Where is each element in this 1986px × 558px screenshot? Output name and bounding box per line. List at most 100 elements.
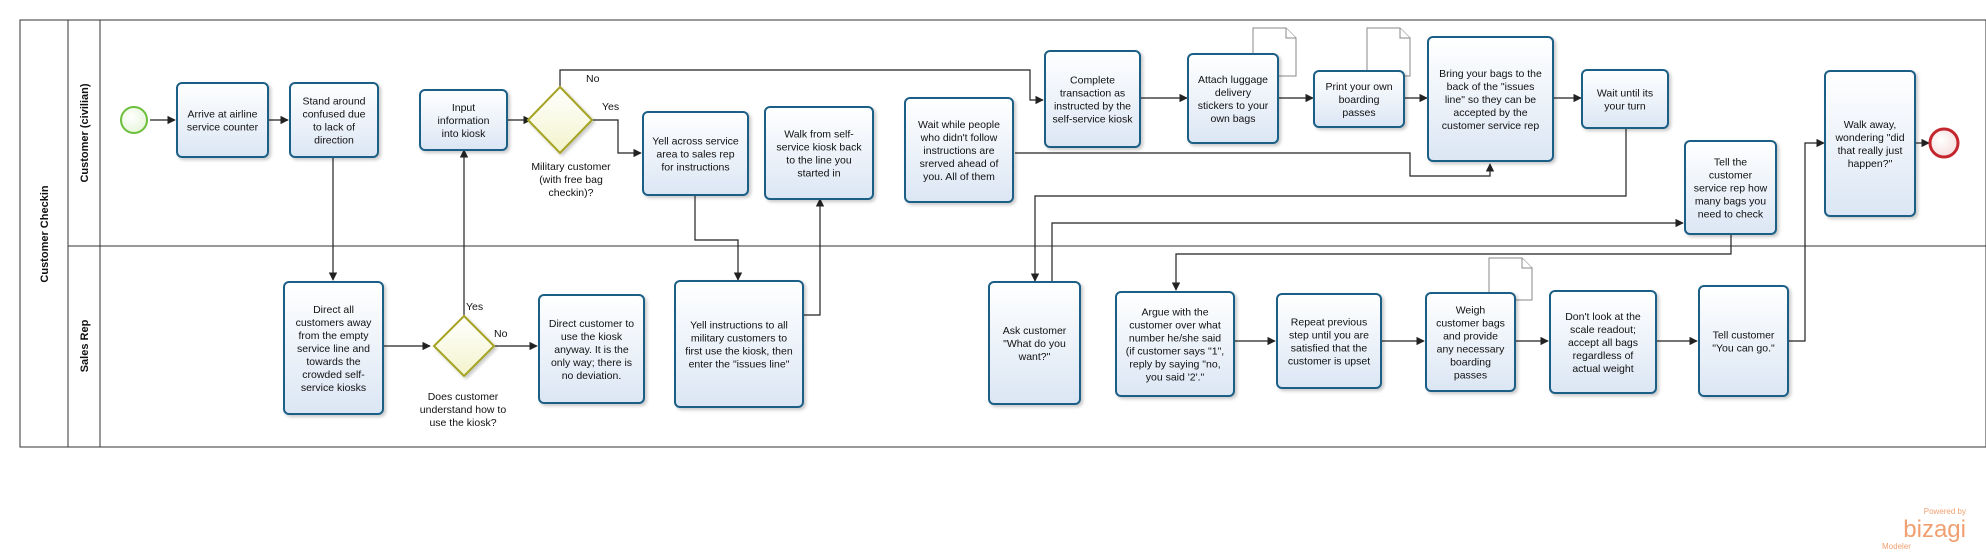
task-box[interactable] <box>1115 291 1235 397</box>
task-label-line: Wait until its <box>1597 88 1653 100</box>
task-label-line: Weigh <box>1456 305 1486 317</box>
task-label-line: service kiosks <box>301 382 366 394</box>
task-box[interactable] <box>1313 70 1405 128</box>
task-label-line: customer is upset <box>1288 356 1370 368</box>
task-label-line: regardless of <box>1573 350 1634 362</box>
task-label-line: own bags <box>1211 113 1256 125</box>
start-event[interactable] <box>120 106 148 134</box>
gateway-question-line: checkin)? <box>549 187 594 199</box>
task-label-line: use the kiosk <box>561 331 623 343</box>
task-label-line: Repeat previous <box>1291 317 1367 329</box>
gateway-question-line: understand how to <box>420 404 507 416</box>
task-box[interactable] <box>904 97 1014 203</box>
task-box[interactable] <box>764 106 874 200</box>
task-box[interactable] <box>176 82 269 158</box>
task-box[interactable] <box>1187 53 1279 144</box>
task-label-line: towards the <box>306 356 360 368</box>
task-label-line: area to sales rep <box>656 149 734 161</box>
task-box[interactable] <box>538 294 645 404</box>
task-label-line: number he/she said <box>1129 333 1221 345</box>
document-artifacts <box>1252 27 1533 301</box>
gateway-military[interactable] <box>526 85 594 155</box>
end-event[interactable] <box>1928 127 1960 159</box>
task-label-line: military customers to <box>691 333 787 345</box>
task-box[interactable] <box>1276 293 1382 389</box>
task-box[interactable] <box>1425 292 1516 392</box>
gateway-question-line: Does customer <box>428 391 499 403</box>
task-box[interactable] <box>1698 285 1789 397</box>
task-box[interactable] <box>419 89 508 151</box>
document-icon <box>1521 258 1532 269</box>
task-label-line: many bags you <box>1695 196 1766 208</box>
flow-gw1-yes-to-yell <box>588 119 642 158</box>
task-label-line: direction <box>314 135 354 147</box>
task-r9[interactable]: Tell customer"You can go." <box>1698 285 1789 397</box>
task-label-line: enter the "issues line" <box>689 359 790 371</box>
task-label-line: Arrive at airline <box>187 109 257 121</box>
document-icon <box>1366 27 1411 77</box>
task-box[interactable] <box>988 281 1081 405</box>
task-label-line: Print your own <box>1325 81 1392 93</box>
gw2-yes-label: Yes <box>466 301 483 313</box>
task-label-line: passes <box>1342 107 1375 119</box>
task-label-line: Direct all <box>313 304 354 316</box>
task-box[interactable] <box>283 281 384 415</box>
task-label-line: step until you are <box>1289 330 1369 342</box>
task-label-line: Stand around <box>302 96 365 108</box>
task-box[interactable] <box>289 82 379 158</box>
task-label-line: confused due <box>302 109 365 121</box>
task-box[interactable] <box>1044 50 1141 148</box>
task-box[interactable] <box>1427 36 1554 162</box>
task-box[interactable] <box>1581 69 1669 129</box>
task-box[interactable] <box>1684 140 1777 235</box>
task-label-line: actual weight <box>1572 363 1633 375</box>
task-label-line: Tell the <box>1714 157 1747 169</box>
task-box[interactable] <box>674 280 804 408</box>
task-label-line: crowded self- <box>302 369 365 381</box>
flow-tell-go-to-walk-away <box>1789 138 1825 342</box>
task-box[interactable] <box>1549 290 1657 394</box>
task-label-line: happen?" <box>1848 158 1893 170</box>
task-label-line: first use the kiosk, then <box>685 346 793 358</box>
gateway-understand-kiosk[interactable] <box>432 314 496 378</box>
task-label-line: any necessary <box>1437 344 1505 356</box>
modeler-text: Modeler <box>1882 542 1911 551</box>
task-label-line: Input <box>452 102 475 114</box>
task-box[interactable] <box>642 111 749 196</box>
task-box[interactable] <box>1824 70 1916 217</box>
bizagi-logo: Powered by bizagi Modeler <box>1882 507 1966 551</box>
task-label-line: started in <box>797 168 840 180</box>
task-label-line: Don't look at the <box>1565 311 1641 323</box>
